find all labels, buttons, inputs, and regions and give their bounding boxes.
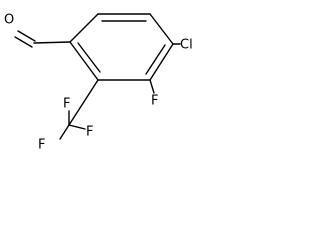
oxygen-label: O <box>4 13 14 28</box>
ring-bond-3 <box>149 13 174 45</box>
cf3-fluorine-left-label: F <box>38 138 45 153</box>
bond-c-o-double-2 <box>17 30 36 42</box>
ring-bond-1 <box>69 13 99 43</box>
cf3-fluorine-top-label: F <box>63 97 70 112</box>
bond-c-f-right <box>68 124 86 130</box>
ring-bond-6 <box>69 41 99 81</box>
bond-ring-cf3 <box>68 79 99 126</box>
bond-c-f-left <box>59 124 70 140</box>
bond-ring-f <box>149 79 155 94</box>
ring-fluorine-label: F <box>151 94 158 109</box>
bond-cho-ring <box>33 41 71 44</box>
chemical-structure-diagram: O Cl F F F F <box>4 13 193 153</box>
cf3-fluorine-right-label: F <box>86 125 93 140</box>
ring-bond-6-inner <box>77 42 101 73</box>
bond-c-o-double-1 <box>14 36 33 48</box>
ring-bond-4 <box>149 43 174 81</box>
chlorine-label: Cl <box>180 38 193 53</box>
ring-bond-4-inner <box>145 44 166 75</box>
